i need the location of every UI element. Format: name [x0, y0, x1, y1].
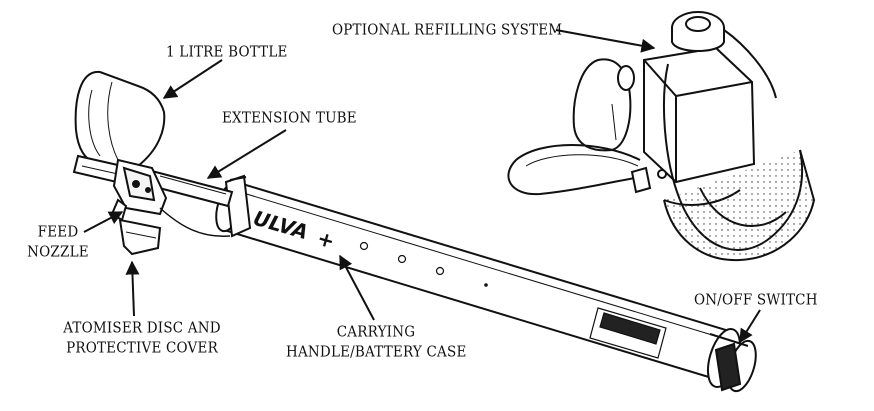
arrow-handle	[339, 254, 375, 321]
label-atomiser-disc: ATOMISER DISC AND PROTECTIVE COVER	[62, 318, 222, 358]
switch-end-cap	[706, 328, 757, 393]
arrow-refilling	[555, 29, 656, 53]
label-carrying-handle: CARRYING HANDLE/BATTERY CASE	[286, 322, 466, 362]
label-carrying-line1: CARRYING	[336, 323, 416, 342]
label-optional-refilling-system: OPTIONAL REFILLING SYSTEM	[332, 21, 563, 40]
label-extension-tube: EXTENSION TUBE	[222, 109, 357, 128]
label-atomiser-line2: PROTECTIVE COVER	[66, 339, 218, 358]
label-feed-nozzle-line1: FEED	[37, 223, 79, 242]
callout-arrows	[83, 29, 761, 344]
nozzle-head	[110, 158, 231, 256]
arrow-feed-nozzle	[83, 211, 124, 233]
arrow-switch	[739, 309, 761, 344]
label-1-litre-bottle: 1 LITRE BOTTLE	[166, 43, 288, 62]
label-feed-nozzle: FEED NOZZLE	[20, 222, 96, 262]
arrow-atomiser	[125, 260, 140, 317]
label-on-off-switch: ON/OFF SWITCH	[694, 291, 818, 310]
label-atomiser-line1: ATOMISER DISC AND	[63, 319, 221, 338]
label-carrying-line2: HANDLE/BATTERY CASE	[286, 343, 467, 362]
label-feed-nozzle-line2: NOZZLE	[27, 243, 89, 262]
refilling-system	[507, 11, 816, 262]
tube-markings	[359, 241, 488, 287]
tube-label-plate	[589, 307, 667, 359]
arrow-extension-tube	[206, 129, 287, 179]
arrow-bottle	[162, 59, 223, 99]
ulva-plus: +	[315, 226, 338, 254]
